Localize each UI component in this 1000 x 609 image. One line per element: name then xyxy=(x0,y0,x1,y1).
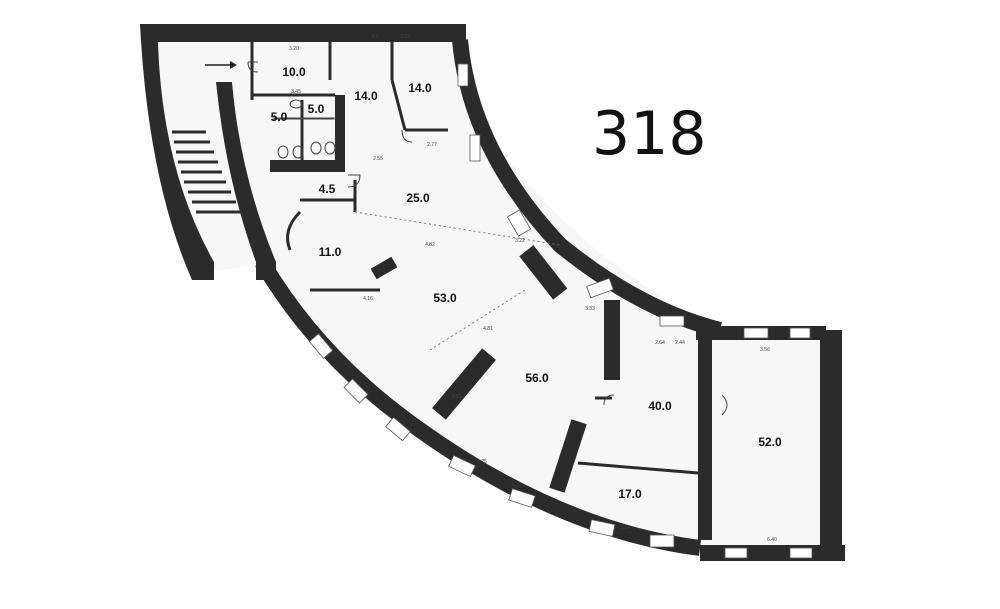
svg-text:4.16: 4.16 xyxy=(363,296,373,302)
svg-text:6.40: 6.40 xyxy=(767,537,777,543)
toilet-fixtures xyxy=(273,99,336,159)
svg-text:6.25: 6.25 xyxy=(477,459,487,465)
svg-text:3.18: 3.18 xyxy=(400,34,410,40)
room-area-5a: 5.0 xyxy=(271,110,288,124)
room-area-52: 52.0 xyxy=(758,435,782,449)
room-area-25: 25.0 xyxy=(406,191,430,205)
room-area-45: 4.5 xyxy=(319,182,336,196)
room-area-14b: 14.0 xyxy=(408,81,432,95)
room-area-labels: 10.0 14.0 14.0 5.0 5.0 4.5 25.0 11.0 53.… xyxy=(271,65,782,501)
zone-line-2 xyxy=(429,289,526,351)
room-area-14a: 14.0 xyxy=(354,89,378,103)
svg-text:5.14: 5.14 xyxy=(620,525,630,531)
stair-wall xyxy=(216,82,276,280)
room-area-40: 40.0 xyxy=(648,399,672,413)
entry-arrow-icon xyxy=(205,61,237,69)
svg-text:4.82: 4.82 xyxy=(425,242,435,248)
svg-text:4.81: 4.81 xyxy=(483,326,493,332)
svg-text:2.77: 2.77 xyxy=(427,142,437,148)
svg-text:4.23: 4.23 xyxy=(451,394,461,400)
svg-text:2.55: 2.55 xyxy=(373,156,383,162)
doors xyxy=(247,61,728,416)
windows xyxy=(308,63,813,559)
plan-number: 318 xyxy=(592,99,707,169)
svg-text:3.33: 3.33 xyxy=(585,306,595,312)
svg-text:2.64: 2.64 xyxy=(655,340,665,346)
room-area-5b: 5.0 xyxy=(308,102,325,116)
interior-walls xyxy=(250,42,712,540)
outer-wall-curve xyxy=(452,39,722,338)
room-area-53: 53.0 xyxy=(433,291,457,305)
wall-right-east xyxy=(820,330,842,558)
wall-right-bottom xyxy=(700,545,845,561)
svg-text:3.56: 3.56 xyxy=(760,347,770,353)
room-area-56: 56.0 xyxy=(525,371,549,385)
svg-text:3.20: 3.20 xyxy=(289,46,299,52)
svg-text:3.22: 3.22 xyxy=(515,238,525,244)
dimension-labels: 3.20 1.4 3.18 3.45 2.55 2.77 4.82 3.22 4… xyxy=(289,34,777,543)
svg-text:3.45: 3.45 xyxy=(291,89,301,95)
outer-wall-curve-bottom xyxy=(255,257,702,556)
svg-text:2.44: 2.44 xyxy=(675,340,685,346)
svg-text:1.4: 1.4 xyxy=(372,34,379,40)
room-area-17: 17.0 xyxy=(618,487,642,501)
room-area-10: 10.0 xyxy=(282,65,306,79)
room-area-11: 11.0 xyxy=(319,245,342,259)
staircase xyxy=(172,130,241,214)
